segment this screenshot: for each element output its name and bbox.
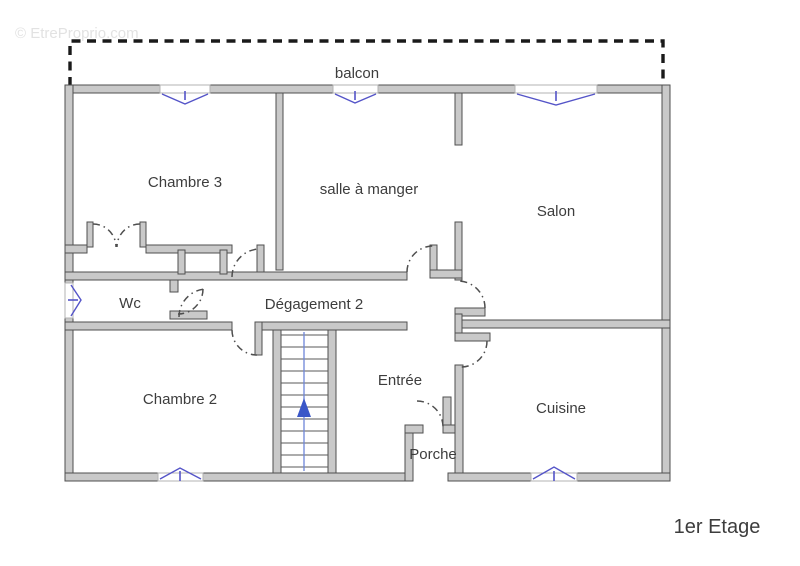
door-jamb [86, 221, 94, 248]
wall-segment [447, 472, 532, 482]
door-arc-chambre3 [231, 248, 261, 278]
wall-segment [377, 84, 516, 94]
wall-segment [327, 329, 337, 474]
wall-segment [64, 472, 159, 482]
wall-segment [454, 332, 491, 342]
room-label-chambre2: Chambre 2 [143, 391, 217, 408]
wall-segment [275, 92, 284, 271]
wall-segment [202, 472, 411, 482]
room-label-porche: Porche [409, 446, 457, 463]
wall-segment [442, 424, 456, 434]
window-wc [64, 282, 82, 319]
wall-segment [169, 279, 179, 293]
wall-segment [596, 84, 671, 94]
window-chambre2 [157, 467, 204, 482]
room-label-chambre3: Chambre 3 [148, 174, 222, 191]
room-label-cuisine: Cuisine [536, 400, 586, 417]
door-arc-closet-right [116, 223, 141, 248]
window-salon [514, 84, 598, 106]
floor-title: 1er Etage [674, 516, 761, 538]
wall-segment [454, 221, 463, 281]
room-label-salle-a-manger: salle à manger [320, 181, 418, 198]
balcony-dashed-outline [68, 39, 665, 86]
door-arc-closet-left [92, 223, 117, 248]
wall-segment [661, 84, 671, 482]
wall-segment [454, 92, 463, 146]
watermark: © EtreProprio.com [15, 25, 139, 42]
room-label-salon: Salon [537, 203, 575, 220]
wall-segment [177, 249, 186, 275]
wall-segment [64, 244, 88, 254]
door-arc-wc [177, 288, 204, 315]
door-arc-cuisine [460, 340, 488, 368]
doors [92, 223, 488, 428]
wall-segment [576, 472, 671, 482]
wall-segment [454, 307, 486, 317]
wall-segment [64, 84, 161, 94]
window-glass-icon [161, 93, 209, 105]
room-labels: Chambre 3 salle à manger Salon Wc Dégage… [119, 174, 586, 463]
door-arc-salle-a-manger [406, 245, 434, 273]
wall-segment [404, 424, 424, 434]
window-glass-icon [159, 467, 202, 480]
room-label-degagement2: Dégagement 2 [265, 296, 363, 313]
window-chambre3 [159, 84, 211, 105]
windows [64, 84, 598, 482]
balcony: balcon [68, 39, 665, 86]
wall-segment [261, 321, 408, 331]
door-arc-salon [457, 280, 486, 309]
room-label-wc: Wc [119, 295, 141, 312]
wall-segment [209, 84, 334, 94]
window-cuisine [530, 466, 578, 482]
wall-segment [64, 317, 74, 482]
balcony-label: balcon [335, 65, 379, 82]
wall-segment [454, 364, 464, 474]
window-salle-a-manger [332, 84, 379, 104]
door-jamb [254, 321, 263, 356]
window-glass-icon [516, 93, 596, 106]
wall-segment [145, 244, 233, 254]
wall-segment [429, 269, 463, 279]
wall-segment [64, 271, 408, 281]
stairs-up-arrow-icon [297, 398, 311, 417]
door-arc-hall [178, 288, 208, 318]
window-glass-icon [70, 284, 82, 317]
door-jamb [139, 221, 147, 248]
wall-segment [461, 319, 671, 329]
wall-segment [219, 249, 228, 275]
staircase [281, 332, 328, 471]
window-glass-icon [334, 93, 377, 104]
wall-segment [272, 329, 282, 474]
door-arc-chambre2 [231, 329, 258, 356]
window-glass-icon [532, 466, 576, 480]
walls [64, 84, 671, 482]
wall-segment [64, 321, 233, 331]
door-arc-entree-porche [416, 400, 444, 428]
room-label-entree: Entrée [378, 372, 422, 389]
